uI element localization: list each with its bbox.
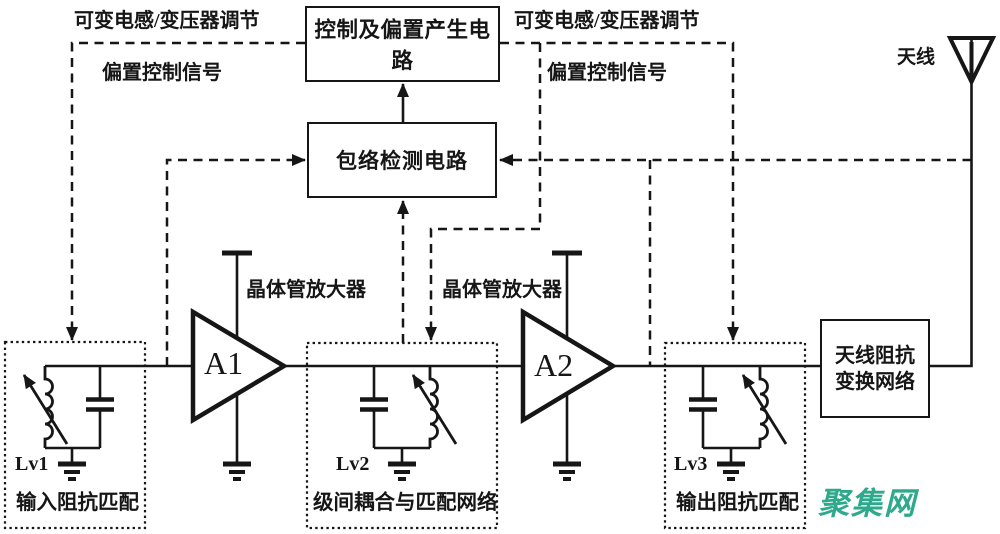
matching-network-outlines [3, 340, 807, 530]
variable-inductor-lv1-icon [43, 364, 54, 450]
lv1-label: Lv1 [15, 453, 49, 475]
ground-icon [717, 464, 745, 479]
tuning-line-to-lv1 [66, 41, 305, 341]
lv3-variable-arrow [741, 374, 788, 445]
ground-icon [553, 464, 581, 479]
lv3-label: Lv3 [674, 453, 708, 475]
amplifiers [190, 308, 618, 424]
dashed-control-lines [66, 41, 972, 366]
tuning-label-left: 可变电感/变压器调节 [74, 10, 260, 32]
watermark: 聚集网 [818, 486, 917, 521]
control-bias-label: 控制及偏置产生电路 [314, 18, 491, 73]
lv2-variable-arrow [411, 374, 458, 445]
transistor-amp-caption-1: 晶体管放大器 [246, 279, 366, 301]
control-bias-box: 控制及偏置产生电路 [305, 6, 500, 82]
antenna-label: 天线 [897, 47, 936, 68]
tuning-label-right: 可变电感/变压器调节 [514, 10, 700, 32]
tuning-line-to-lv3 [500, 41, 739, 341]
lv1-variable-arrow [22, 374, 69, 445]
antenna-transform-label-line2: 变换网络 [835, 370, 915, 393]
ground-icon [58, 464, 86, 479]
output-matching-label: 输出阻抗匹配 [676, 492, 799, 514]
antenna-icon [946, 36, 997, 87]
envelope-detector-label: 包络检测电路 [336, 149, 468, 173]
antenna-feed-wire [930, 40, 973, 368]
transistor-amp-caption-2: 晶体管放大器 [442, 279, 562, 301]
bias-signal-label-right: 偏置控制信号 [547, 62, 667, 84]
amp2-triangle-icon [520, 308, 618, 424]
capacitor-lv1-icon [86, 366, 114, 448]
ground-icon [388, 464, 416, 479]
interstage-matching-label: 级间耦合与匹配网络 [313, 492, 498, 514]
envelope-detector-box: 包络检测电路 [307, 122, 497, 198]
lv2-label: Lv2 [336, 453, 370, 475]
ground-symbols [58, 464, 745, 479]
amp1-triangle-icon [190, 308, 289, 424]
envelope-input-tap-left [165, 154, 306, 366]
lc-components [22, 364, 788, 450]
amp2-label: A2 [534, 347, 574, 383]
tuning-line-to-lv2 [425, 43, 542, 341]
ground-stems [70, 448, 733, 462]
amp1-label: A1 [204, 345, 244, 381]
antenna-transform-box: 天线阻抗 变换网络 [820, 319, 930, 418]
antenna-transform-label-line1: 天线阻抗 [835, 344, 915, 367]
interstage-matching-outline [305, 341, 499, 530]
input-matching-label: 输入阻抗匹配 [16, 492, 139, 514]
capacitor-lv2-icon [360, 366, 388, 448]
bias-signal-label-left: 偏置控制信号 [102, 62, 222, 84]
ground-icon [223, 464, 251, 479]
capacitor-lv3-icon [689, 366, 717, 448]
